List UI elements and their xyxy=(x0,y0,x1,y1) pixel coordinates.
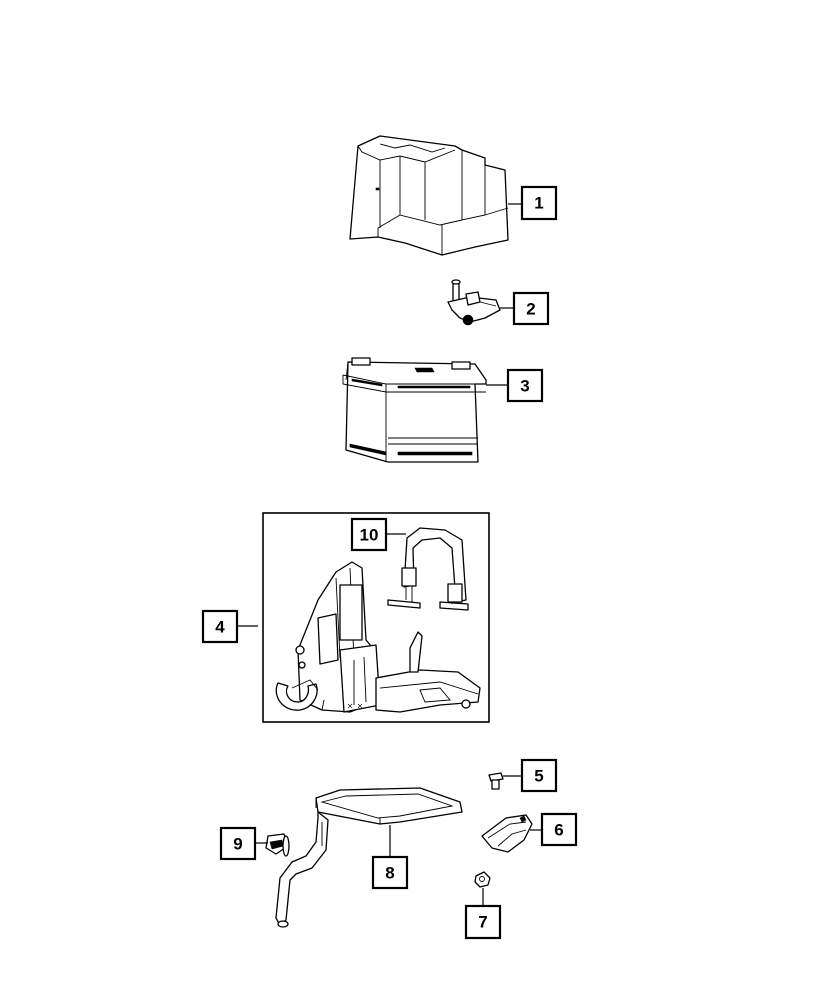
callout-7[interactable]: 7 xyxy=(464,904,502,940)
callout-9[interactable]: 9 xyxy=(219,826,257,861)
callout-10[interactable]: 10 xyxy=(350,517,388,552)
hold-down-strap-illustration xyxy=(387,527,469,611)
nut-illustration xyxy=(474,871,491,888)
push-pin-illustration xyxy=(265,833,290,857)
battery-tray-assembly-illustration xyxy=(275,561,481,713)
callout-3-label: 3 xyxy=(520,377,529,396)
callout-5[interactable]: 5 xyxy=(520,758,558,793)
callout-9-label: 9 xyxy=(233,835,242,854)
callout-6[interactable]: 6 xyxy=(540,812,578,847)
callout-2-label: 2 xyxy=(526,300,535,319)
callout-4[interactable]: 4 xyxy=(201,609,239,644)
callout-1-label: 1 xyxy=(534,194,543,213)
callout-7-label: 7 xyxy=(478,913,487,932)
callout-10-label: 10 xyxy=(360,526,379,545)
callout-8-label: 8 xyxy=(385,864,394,883)
bracket-shield-illustration xyxy=(481,814,533,853)
callout-2[interactable]: 2 xyxy=(512,291,550,326)
callout-3[interactable]: 3 xyxy=(506,368,544,403)
bolt-illustration xyxy=(488,772,504,790)
callout-6-label: 6 xyxy=(554,821,563,840)
callout-4-label: 4 xyxy=(215,618,225,637)
tray-support-illustration xyxy=(275,787,463,928)
callout-8[interactable]: 8 xyxy=(371,855,409,890)
callout-1[interactable]: 1 xyxy=(520,185,558,221)
callout-5-label: 5 xyxy=(534,767,543,786)
assembly-group-frame xyxy=(262,512,490,723)
battery-cover-illustration xyxy=(349,135,509,256)
battery-illustration xyxy=(342,357,487,463)
terminal-clamp-illustration xyxy=(447,279,501,326)
